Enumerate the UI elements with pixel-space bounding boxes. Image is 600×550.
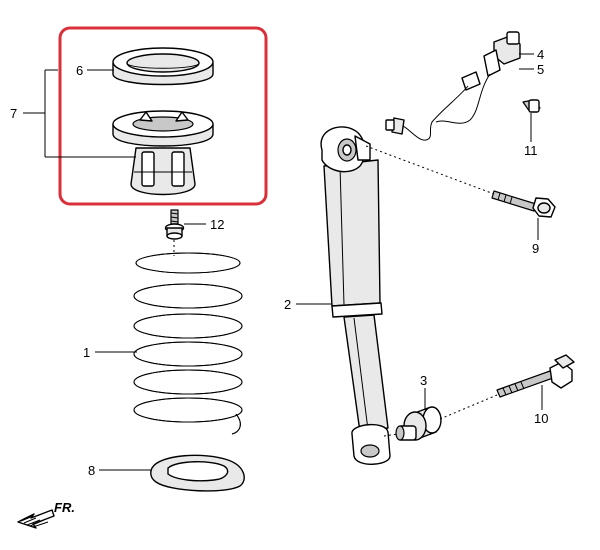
sensor-harness-part (385, 31, 541, 141)
callout-5: 5 (537, 62, 544, 77)
alignment-line-10 (439, 394, 498, 420)
bolt-12-part (164, 209, 185, 240)
callout-6: 6 (76, 63, 83, 78)
callout-3: 3 (420, 373, 427, 388)
bolt-9-part (491, 190, 556, 218)
callout-9: 9 (532, 241, 539, 256)
callout-2: 2 (284, 297, 291, 312)
callout-7: 7 (10, 106, 17, 121)
bolt-10-part (496, 354, 575, 398)
leader-7 (23, 69, 136, 158)
upper-spring-seat-part (112, 47, 214, 86)
lower-spring-seat-part (150, 454, 245, 492)
callout-8: 8 (88, 463, 95, 478)
front-direction-arrow (17, 509, 55, 529)
bushing-part (395, 406, 442, 441)
front-direction-label: FR. (54, 500, 75, 515)
spring-mount-part (112, 110, 214, 196)
coil-spring-part (133, 252, 243, 435)
callout-10: 10 (534, 411, 548, 426)
leader-45 (519, 53, 534, 70)
callout-4: 4 (537, 47, 544, 62)
callout-1: 1 (83, 345, 90, 360)
callout-12: 12 (210, 217, 224, 232)
alignment-line-9 (365, 145, 495, 195)
shock-absorber-part (320, 126, 391, 465)
callout-11: 11 (524, 143, 538, 158)
alignment-line-3 (383, 433, 399, 437)
highlight-box (58, 26, 268, 206)
